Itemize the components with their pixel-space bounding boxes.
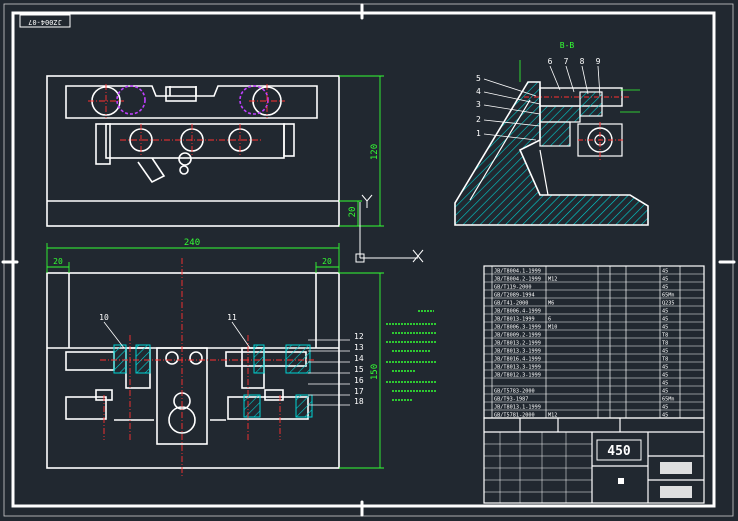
bom-material: Q235 xyxy=(662,300,675,306)
bom-standard: JB/T8004.2-1999 xyxy=(494,276,541,282)
bom-standard: JB/T8006.3-1999 xyxy=(494,324,541,330)
bom-material: 45 xyxy=(662,404,668,410)
section-callout-9: 9 xyxy=(596,57,601,66)
bom-material: 45 xyxy=(662,268,668,274)
bom-material: 45 xyxy=(662,364,668,370)
callout-10: 10 xyxy=(99,313,109,322)
view-label-b-b: B-B xyxy=(560,41,575,50)
bom-standard: JB/T8013.1-1999 xyxy=(494,404,541,410)
bom-material: 45 xyxy=(662,380,668,386)
bom-spec: M12 xyxy=(548,276,557,282)
bom-standard: JB/T8006.4-1999 xyxy=(494,308,541,314)
drawing-number-box xyxy=(596,439,642,461)
top-view-centerlines xyxy=(88,84,285,156)
bom-standard: JB/T8013.3-1999 xyxy=(494,348,541,354)
bom-material: 45 xyxy=(662,348,668,354)
section-callout-7: 7 xyxy=(564,57,569,66)
section-callout-2: 2 xyxy=(476,115,481,124)
top-view-dimensions xyxy=(339,75,384,227)
top-view xyxy=(46,75,340,227)
section-b-b xyxy=(454,81,649,226)
section-callout-3: 3 xyxy=(476,100,481,109)
bom-spec: M6 xyxy=(548,300,554,306)
bom-standard: GB/T5781-2000 xyxy=(494,412,535,418)
centering-marks xyxy=(1,3,736,517)
callout-13: 13 xyxy=(354,343,364,352)
bom-standard: GB/T41-2000 xyxy=(494,300,528,306)
front-callout-leaders xyxy=(103,321,350,406)
dim-right-margin: 20 xyxy=(322,257,332,266)
bom-standard: GB/T5783-2000 xyxy=(494,388,535,394)
bom-standard: JB/T8013.3-1999 xyxy=(494,364,541,370)
bom-material: T8 xyxy=(662,332,668,338)
sheet-frame xyxy=(3,3,734,517)
callout-14: 14 xyxy=(354,354,364,363)
dim-width-total: 240 xyxy=(184,238,200,248)
ucs-icon xyxy=(355,194,424,263)
callout-11: 11 xyxy=(227,313,237,322)
bom-material: 45 xyxy=(662,316,668,322)
bom-material: T8 xyxy=(662,356,668,362)
bom-material: 65Mn xyxy=(662,396,675,402)
title-tag-box xyxy=(19,14,71,28)
callout-16: 16 xyxy=(354,376,364,385)
callout-15: 15 xyxy=(354,365,364,374)
drawing-number: 450 xyxy=(607,444,631,459)
bom-standard: GB/T93-1987 xyxy=(494,396,528,402)
bom-material: 45 xyxy=(662,284,668,290)
dim-height-bottom: 150 xyxy=(370,364,380,380)
section-callout-1: 1 xyxy=(476,129,481,138)
bom-standard: JB/T8013.2-1999 xyxy=(494,340,541,346)
callout-18: 18 xyxy=(354,397,364,406)
bom-spec: M10 xyxy=(548,324,557,330)
bom-material: 45 xyxy=(662,276,668,282)
section-callout-8: 8 xyxy=(580,57,585,66)
bom-material: 45 xyxy=(662,324,668,330)
dim-height-top: 120 xyxy=(370,144,380,160)
title-block-grid xyxy=(484,432,592,503)
bom-material: 45 xyxy=(662,372,668,378)
bom-standard: GB/T119-2000 xyxy=(494,284,531,290)
bom-material: 45 xyxy=(662,308,668,314)
callout-17: 17 xyxy=(354,387,364,396)
bom-spec: 6 xyxy=(548,316,551,322)
callout-12: 12 xyxy=(354,332,364,341)
front-view-dimensions xyxy=(46,243,384,469)
technical-notes xyxy=(386,310,436,401)
dim-left-margin: 20 xyxy=(53,257,63,266)
bom-material: 65Mn xyxy=(662,292,675,298)
bom-standard: JB/T8004.1-1999 xyxy=(494,268,541,274)
bom-standard: JB/T8013-1999 xyxy=(494,316,535,322)
bom-spec: M12 xyxy=(548,412,557,418)
bom-material: 45 xyxy=(662,412,668,418)
bom-standard: JB/T8016.4-1999 xyxy=(494,356,541,362)
title-block-marks xyxy=(618,462,692,498)
bom-material: 45 xyxy=(662,388,668,394)
section-leaders xyxy=(483,60,640,141)
front-view-hatch xyxy=(113,344,313,418)
section-callout-4: 4 xyxy=(476,87,481,96)
bom-standard: GB/T2089-1994 xyxy=(494,292,535,298)
section-callout-5: 5 xyxy=(476,74,481,83)
bom-material: T8 xyxy=(662,340,668,346)
dim-base-thickness: 20 xyxy=(348,207,358,218)
section-callout-6: 6 xyxy=(548,57,553,66)
front-view-centerlines xyxy=(100,258,314,478)
bom-standard: JB/T8012.3-1999 xyxy=(494,372,541,378)
bom-standard: JB/T8009.2-1999 xyxy=(494,332,541,338)
title-tag: JZ004-07 xyxy=(28,18,62,26)
